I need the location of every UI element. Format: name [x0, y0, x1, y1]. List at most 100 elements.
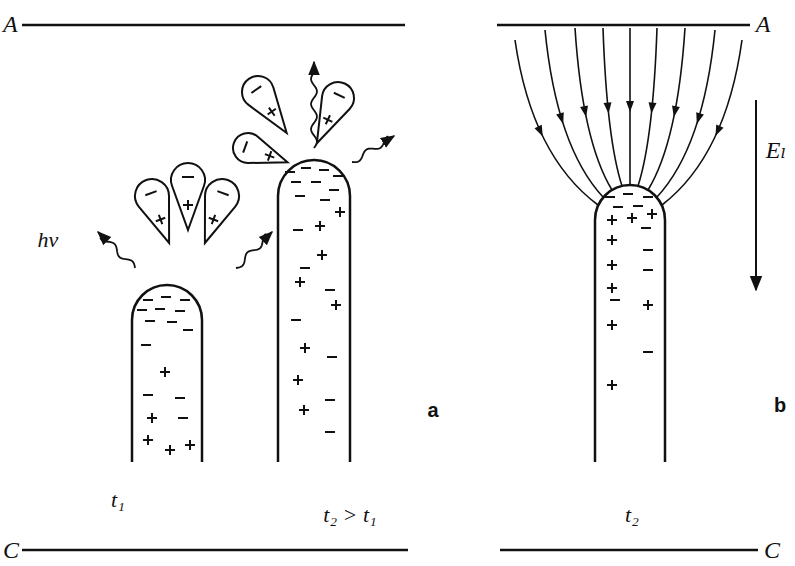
- charge-sign: [319, 169, 329, 171]
- anode-plate: [497, 24, 750, 27]
- charge-sign: [293, 229, 303, 231]
- charge-sign: [291, 319, 301, 321]
- charge-sign: [317, 250, 327, 260]
- field-line: [545, 30, 603, 197]
- field-line: [515, 40, 598, 205]
- charge-sign: [180, 299, 190, 301]
- charge-sign: [607, 215, 617, 225]
- charge-sign: [178, 417, 188, 419]
- charge-sign: [185, 440, 195, 450]
- cathode-plate: [500, 549, 758, 552]
- charge-sign: [627, 213, 637, 223]
- charge-sign: [647, 209, 657, 219]
- charge-sign: [623, 193, 633, 195]
- charge-sign: [331, 300, 341, 310]
- field-line: [638, 28, 657, 186]
- charge-sign: [607, 380, 617, 390]
- charge-sign: [183, 329, 193, 331]
- charge-sign: [147, 413, 157, 423]
- streamer-channel: [595, 185, 665, 462]
- charge-sign: [145, 320, 155, 322]
- cathode-plate: [22, 549, 408, 552]
- charge-sign: [293, 375, 303, 385]
- field-line: [626, 28, 634, 184]
- anode-plate: [22, 24, 405, 27]
- electrode-label: C: [764, 538, 780, 562]
- time-label: t₂ > t₁: [323, 504, 376, 526]
- electron-avalanche: [171, 163, 205, 230]
- charge-sign: [607, 283, 617, 293]
- charge-sign: [141, 344, 151, 346]
- charge-sign: [607, 235, 617, 245]
- charge-sign: [143, 299, 153, 301]
- charge-sign: [315, 221, 325, 231]
- charge-sign: [165, 445, 175, 455]
- field-line: [662, 40, 742, 205]
- charge-sign: [325, 399, 335, 401]
- charge-sign: [295, 195, 305, 197]
- charge-sign: [311, 181, 321, 183]
- charge-sign: [301, 167, 311, 169]
- streamer-channel: [278, 160, 350, 462]
- charge-sign: [327, 356, 337, 358]
- electrode-label: A: [756, 12, 771, 36]
- charge-sign: [607, 320, 617, 330]
- electron-avalanche: [236, 70, 300, 142]
- charge-sign: [613, 206, 623, 208]
- charge-sign: [641, 227, 651, 229]
- charge-sign: [295, 277, 305, 287]
- charge-sign: [161, 296, 171, 298]
- charge-sign: [143, 394, 153, 396]
- charge-sign: [300, 267, 310, 269]
- field-line: [657, 30, 715, 197]
- electrode-label: A: [3, 12, 18, 36]
- charge-sign: [643, 300, 653, 310]
- charge-sign: [155, 308, 165, 310]
- charge-sign: [643, 196, 653, 198]
- electron-avalanche: [302, 77, 359, 150]
- charge-sign: [325, 289, 335, 291]
- charge-sign: [325, 431, 335, 433]
- charge-sign: [300, 343, 310, 353]
- charge-sign: [643, 249, 653, 251]
- photon-label: hν: [38, 229, 59, 251]
- photon-arrow: [236, 232, 272, 268]
- streamer-channel: [132, 285, 202, 462]
- panel-label: a: [427, 400, 438, 420]
- charge-sign: [329, 189, 339, 191]
- charge-sign: [633, 205, 643, 207]
- photon-arrow: [98, 232, 135, 268]
- field-line: [575, 28, 612, 190]
- charge-sign: [175, 310, 185, 312]
- electron-avalanche: [189, 174, 244, 249]
- field-line: [603, 28, 622, 186]
- charge-sign: [167, 321, 177, 323]
- charge-sign: [291, 181, 301, 183]
- charge-sign: [299, 405, 309, 415]
- charge-sign: [320, 199, 330, 201]
- photon-arrow: [311, 62, 317, 148]
- electron-avalanche: [229, 129, 293, 177]
- charge-sign: [285, 171, 295, 173]
- charge-sign: [143, 435, 153, 445]
- charge-sign: [605, 196, 615, 198]
- charge-sign: [610, 299, 620, 301]
- panel-label: b: [774, 395, 786, 415]
- charge-sign: [607, 260, 617, 270]
- time-label: t₂: [625, 504, 639, 526]
- charge-sign: [335, 207, 345, 217]
- electrode-label: C: [3, 538, 19, 562]
- charge-sign: [333, 175, 343, 177]
- charge-sign: [137, 309, 147, 311]
- field-arrow: [755, 100, 757, 290]
- electron-avalanche: [130, 174, 185, 249]
- field-label: Eₗ: [766, 138, 786, 162]
- charge-sign: [175, 397, 185, 399]
- time-label: t₁: [111, 489, 125, 511]
- photon-arrow: [352, 136, 394, 162]
- charge-sign: [643, 269, 653, 271]
- charge-sign: [160, 367, 170, 377]
- charge-sign: [643, 351, 653, 353]
